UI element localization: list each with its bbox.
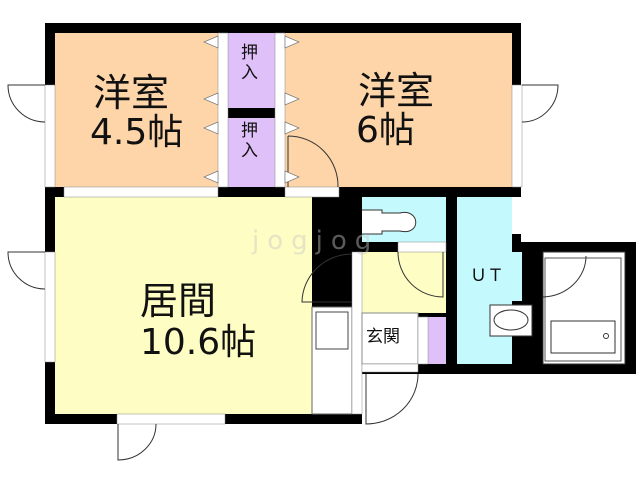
sliding-door [284, 186, 340, 198]
room-size-western-large: 6帖 [356, 110, 415, 151]
window [44, 84, 56, 188]
room-living [55, 197, 312, 414]
watermark: jogjog [252, 226, 380, 256]
door-swing [542, 255, 587, 298]
door-swing [301, 253, 353, 303]
room-label-western-small: 洋室 [93, 71, 170, 115]
room-western-small [55, 33, 218, 187]
room-label-living: 居間 [140, 279, 217, 323]
window [511, 84, 523, 188]
closet-lower-label: 押入 [241, 121, 258, 161]
window [116, 413, 226, 425]
closet-upper [228, 33, 275, 108]
room-size-living: 10.6帖 [140, 322, 257, 363]
window [44, 251, 56, 363]
room-western-large [285, 33, 512, 187]
toilet-fixture-icon [362, 209, 417, 235]
room-size-western-small: 4.5帖 [90, 112, 184, 153]
shoe-closet [428, 317, 446, 364]
door-swing [521, 84, 559, 123]
sliding-door [63, 186, 219, 198]
door-swing [7, 251, 46, 290]
room-label-entrance: 玄関 [366, 327, 400, 347]
room-label-western-large: 洋室 [358, 69, 435, 113]
door-swing [397, 251, 444, 298]
entrance [361, 312, 419, 365]
door-swing [117, 423, 157, 461]
room-label-utility: ＵＴ [470, 266, 504, 286]
door-swing [7, 84, 46, 123]
closet-upper-label: 押入 [241, 43, 258, 83]
closet-lower [228, 118, 275, 187]
door-swing [365, 373, 419, 425]
